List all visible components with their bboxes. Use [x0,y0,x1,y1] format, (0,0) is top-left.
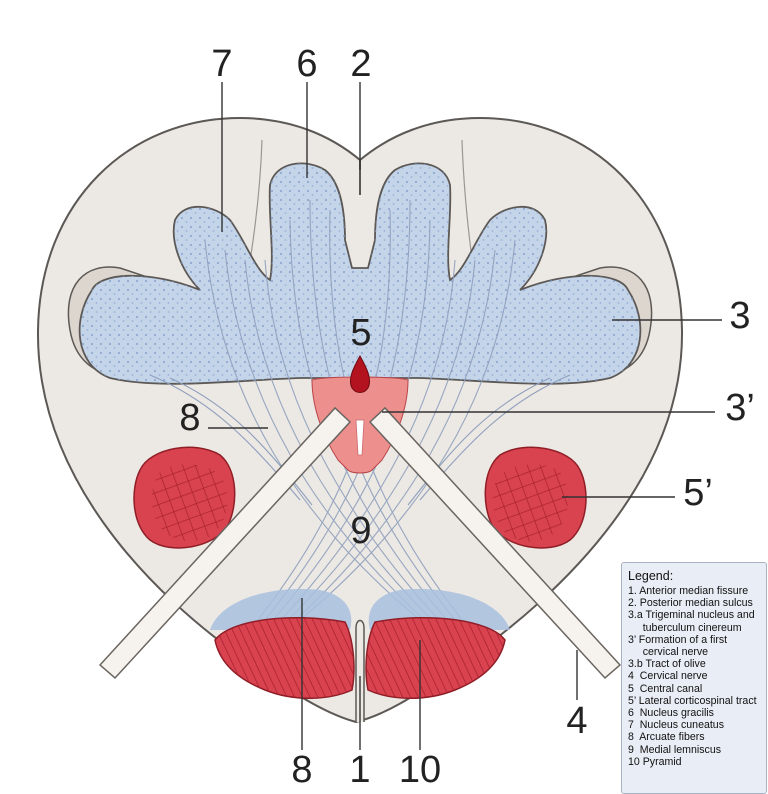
legend-item: 4 Cervical nerve [628,670,708,683]
lateral-corticospinal-tract-left-hatch [151,464,228,542]
label-1: 1 [349,749,370,791]
label-5-prime: 5’ [683,472,713,514]
legend-item: 1. Anterior median fissure [628,585,749,597]
gray-matter-dots [79,163,641,384]
legend-item: 2. Posterior median sulcus [628,597,753,610]
legend-title: Legend: [628,569,674,583]
cervical-nerve-right [368,406,622,680]
legend-item: 5’ Lateral corticospinal tract [628,694,757,707]
legend-item: 3.a Trigeminal nucleus and [628,609,755,622]
leader-lines [208,82,722,750]
legend-item: 9 Medial lemniscus [628,743,722,756]
legend-item: 3’ Formation of a first [628,633,728,646]
central-slit [355,419,365,456]
pyramid-right-hatch [366,617,505,699]
label-10: 10 [399,749,441,791]
cervical-nerve-left [98,406,352,680]
label-4: 4 [566,700,587,742]
legend-item: tuberculum cinereum [628,621,742,634]
legend-item: 7 Nucleus cuneatus [628,719,724,732]
legend-list: 1. Anterior median fissure 2. Posterior … [628,585,762,768]
label-3-prime: 3’ [725,387,755,429]
legend-item: 10 Pyramid [628,755,682,768]
anterior-median-fissure [355,619,365,722]
lateral-corticospinal-tract-right-hatch [492,464,569,542]
label-2: 2 [350,43,371,85]
legend-item: cervical nerve [628,646,709,659]
label-9: 9 [350,510,371,552]
label-3: 3 [729,295,750,337]
legend-item: 3.b Tract of olive [628,658,706,671]
pyramid-left-hatch [215,617,354,699]
legend-item: 5 Central canal [628,682,703,695]
legend: Legend: 1. Anterior median fissure 2. Po… [621,562,767,794]
legend-item: 6 Nucleus gracilis [628,707,714,720]
central-canal [349,354,371,393]
label-6: 6 [296,43,317,85]
label-8-lower: 8 [291,749,312,791]
legend-item: 8 Arcuate fibers [628,731,705,744]
label-5: 5 [350,312,371,354]
label-7: 7 [211,43,232,85]
label-8-upper: 8 [179,397,200,439]
